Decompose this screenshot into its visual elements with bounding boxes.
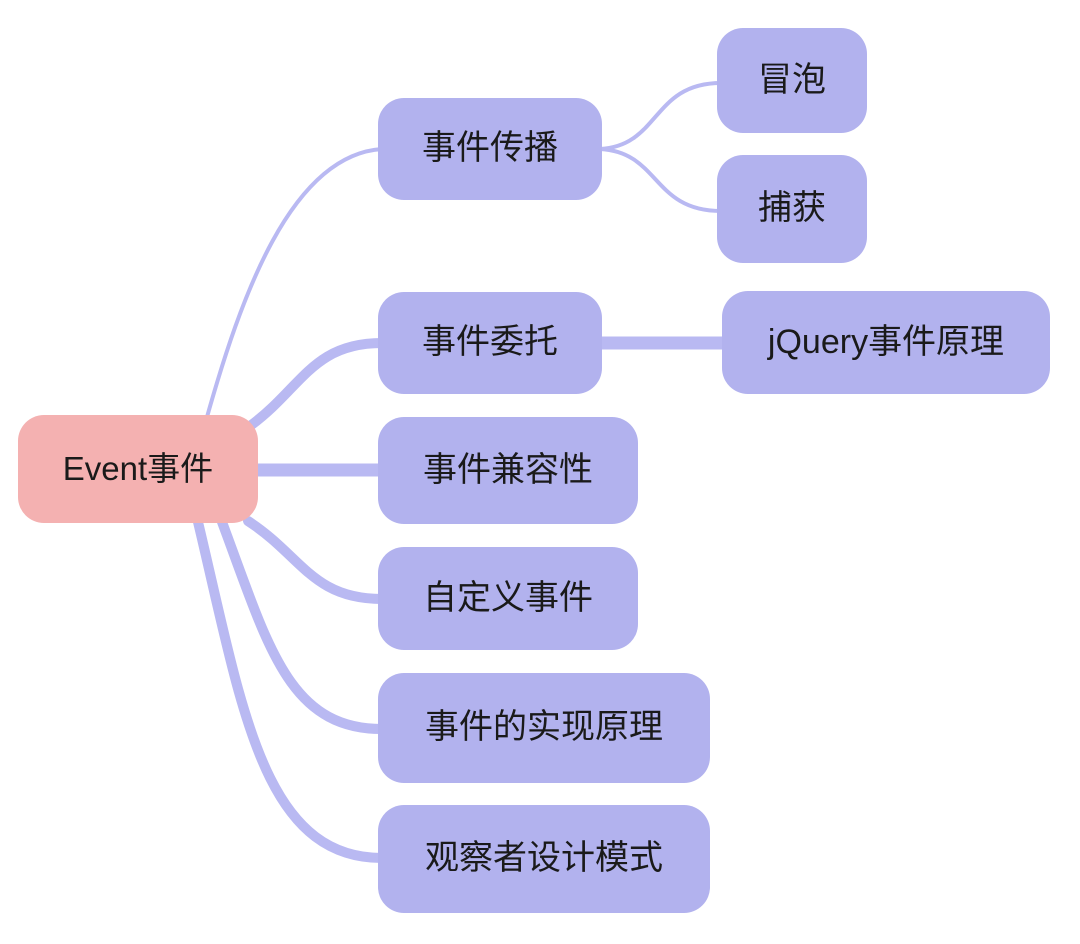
connector-root-to-observer (193, 517, 387, 863)
mindmap-node-bubble[interactable]: 冒泡 (717, 28, 867, 133)
node-label-impl: 事件的实现原理 (425, 708, 663, 747)
connector-root-to-custom (243, 516, 387, 604)
node-label-bubble: 冒泡 (758, 60, 826, 99)
mindmap-node-custom[interactable]: 自定义事件 (378, 547, 638, 650)
node-label-delegation: 事件委托 (422, 323, 558, 362)
connector-propagation-to-bubble (598, 81, 723, 151)
node-label-observer: 观察者设计模式 (425, 839, 663, 878)
mindmap-node-jquery[interactable]: jQuery事件原理 (722, 291, 1050, 394)
node-label-custom: 自定义事件 (423, 578, 593, 617)
mindmap-node-root[interactable]: Event事件 (18, 415, 258, 523)
mindmap-node-capture[interactable]: 捕获 (717, 155, 867, 263)
connector-root-to-propagation (205, 147, 384, 419)
mindmap-node-observer[interactable]: 观察者设计模式 (378, 805, 710, 913)
mindmap-node-compat[interactable]: 事件兼容性 (378, 417, 638, 524)
node-label-compat: 事件兼容性 (423, 450, 593, 489)
node-label-jquery: jQuery事件原理 (767, 322, 1005, 361)
mindmap-node-propagation[interactable]: 事件传播 (378, 98, 602, 200)
connector-root-to-delegation (245, 338, 387, 431)
mindmap-node-impl[interactable]: 事件的实现原理 (378, 673, 710, 783)
connector-root-to-impl (217, 517, 387, 734)
mindmap-node-delegation[interactable]: 事件委托 (378, 292, 602, 394)
connector-propagation-to-capture (598, 147, 723, 213)
node-label-capture: 捕获 (758, 189, 826, 228)
node-label-root: Event事件 (62, 449, 214, 487)
node-label-propagation: 事件传播 (422, 129, 558, 168)
